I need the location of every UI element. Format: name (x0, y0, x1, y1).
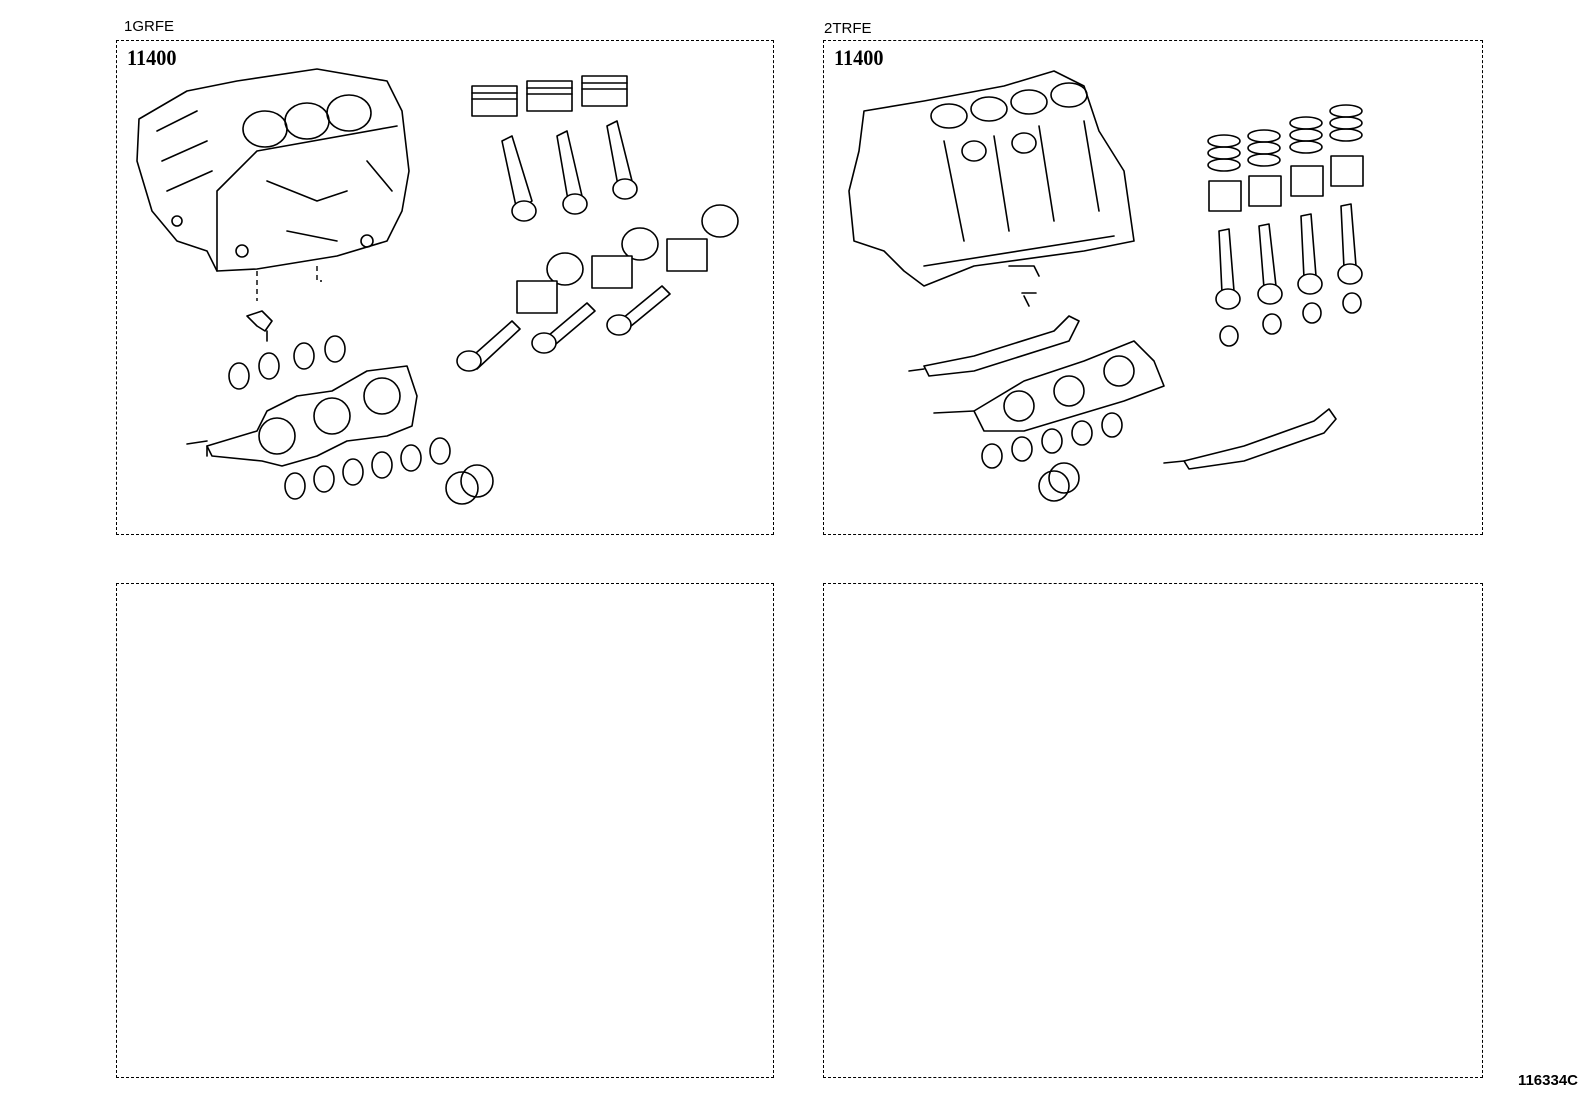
oil-jet-illustration (246, 310, 273, 342)
piston-rod-set-lower (456, 204, 739, 372)
diagram-panel-2trfe: 11400 (823, 40, 1483, 535)
bearing-set-upper (228, 335, 346, 390)
piston-ring-set (1207, 104, 1363, 172)
connecting-rod-set (1215, 203, 1363, 310)
cylinder-block-illustration (136, 68, 410, 301)
thrust-washer-illustration (445, 464, 494, 505)
oil-jet-illustration (1021, 292, 1037, 307)
diagram-panel-empty-1 (116, 583, 774, 1078)
piston-rod-set-upper (471, 75, 638, 222)
balance-shaft-2-illustration (1163, 408, 1337, 470)
engine-label-2trfe: 2TRFE (824, 20, 872, 37)
thrust-washer-illustration (1038, 462, 1080, 502)
diagram-panel-empty-2 (823, 583, 1483, 1078)
rod-bearing-set (1219, 292, 1362, 347)
piston-set (1208, 155, 1364, 212)
illustration-id: 116334C (1517, 1072, 1578, 1089)
crankshaft-illustration (186, 365, 418, 467)
crankshaft-illustration (933, 340, 1165, 432)
bearing-set (981, 412, 1123, 469)
short-block-drawing-v6 (136, 68, 739, 505)
short-block-drawing-i4 (848, 70, 1364, 502)
part-number: 11400 (834, 45, 884, 70)
part-number: 11400 (127, 45, 177, 70)
cylinder-block-illustration (848, 70, 1135, 287)
bearing-set-lower (284, 437, 451, 500)
engine-label-1grfe: 1GRFE (124, 18, 175, 35)
balance-shaft-illustration (908, 315, 1080, 377)
diagram-panel-1grfe: 11400 (116, 40, 774, 535)
